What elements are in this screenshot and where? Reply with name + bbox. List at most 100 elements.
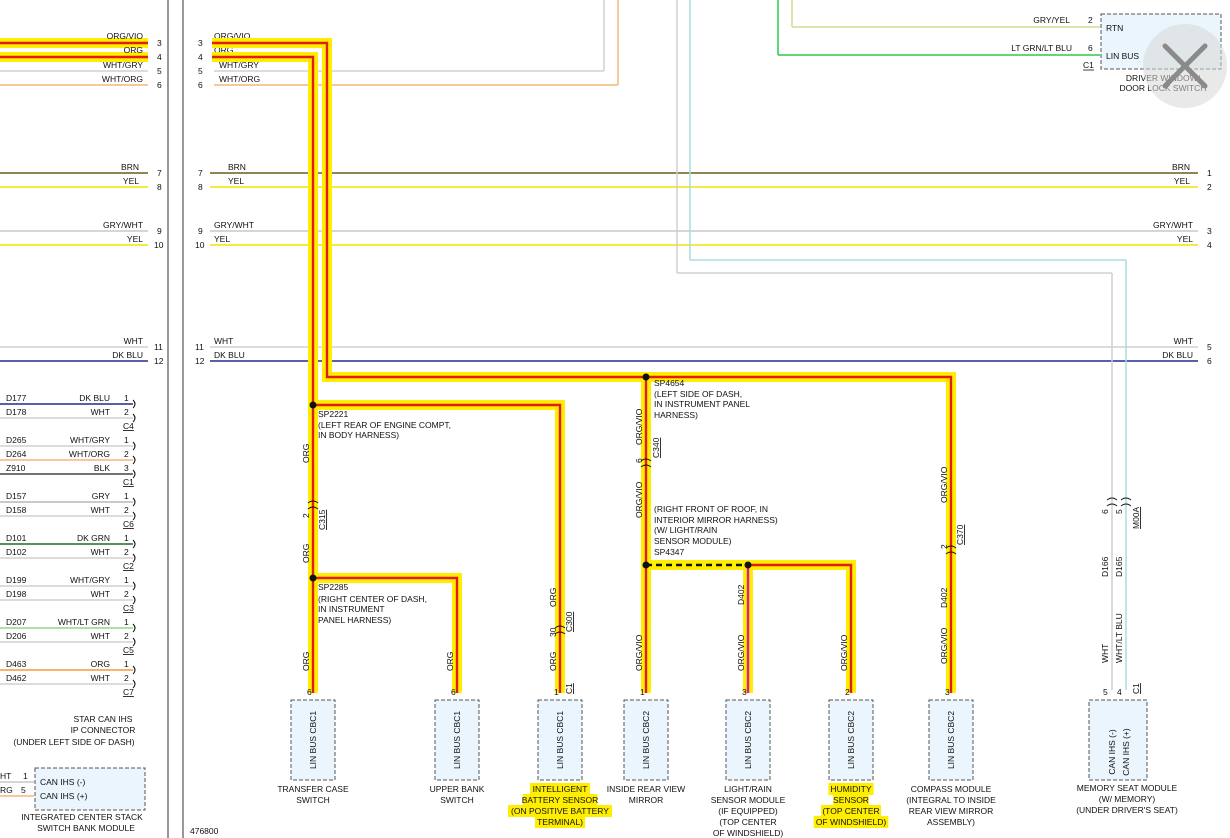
left-pin: 11 <box>154 342 163 352</box>
svg-text:8: 8 <box>198 182 203 192</box>
svg-text:DK BLU: DK BLU <box>1162 350 1193 360</box>
star-label: IP CONNECTOR <box>71 725 136 735</box>
svg-text:C1: C1 <box>1131 683 1141 694</box>
label-highlight <box>821 805 881 817</box>
svg-text:C315: C315 <box>317 509 327 530</box>
svg-text:4: 4 <box>198 52 203 62</box>
wire-color: ORG <box>91 659 110 669</box>
wire-color: WHT/LT GRN <box>58 617 110 627</box>
module-label: MIRROR <box>629 795 663 805</box>
module-label: OF WINDSHIELD) <box>816 817 887 827</box>
module-label: SENSOR <box>833 795 869 805</box>
svg-text:C1: C1 <box>1083 60 1094 70</box>
svg-text:RG: RG <box>0 785 13 795</box>
connector-id: C7 <box>123 687 134 697</box>
connector-id: C3 <box>123 603 134 613</box>
svg-text:WHT: WHT <box>1100 644 1110 663</box>
module-label: (INTEGRAL TO INSIDE <box>906 795 996 805</box>
pin-number: 2 <box>124 449 129 459</box>
pin-number: 3 <box>124 463 129 473</box>
connector-id: C2 <box>123 561 134 571</box>
svg-text:(LEFT REAR OF ENGINE COMPT,: (LEFT REAR OF ENGINE COMPT, <box>318 420 451 430</box>
mid-wire-color: DK BLU <box>214 350 245 360</box>
module-label: BATTERY SENSOR <box>522 795 599 805</box>
mid-wire-color: WHT <box>214 336 233 346</box>
module-box <box>434 699 480 781</box>
mid-wire-color: ORG <box>214 45 233 55</box>
module-pin-name: LIN BUS CBC1 <box>555 711 565 769</box>
pin-number: 1 <box>124 575 129 585</box>
svg-text:11: 11 <box>195 342 204 352</box>
left-pin: 8 <box>157 182 162 192</box>
module-label: LIGHT/RAIN <box>724 784 772 794</box>
left-wire-color: BRN <box>121 162 139 172</box>
pin-number: 1 <box>124 491 129 501</box>
svg-text:4: 4 <box>1207 240 1212 250</box>
module-label: TERMINAL) <box>537 817 583 827</box>
mid-wire-color: YEL <box>228 176 244 186</box>
module-pin: 2 <box>845 687 850 697</box>
module-label: (TOP CENTER <box>719 817 776 827</box>
connector-id: C5 <box>123 645 134 655</box>
pin-number: 1 <box>124 659 129 669</box>
label-highlight <box>530 783 590 795</box>
svg-text:5: 5 <box>1103 687 1108 697</box>
module-box <box>928 699 974 781</box>
svg-text:INTERIOR MIRROR HARNESS): INTERIOR MIRROR HARNESS) <box>654 515 778 525</box>
svg-text:ORG: ORG <box>548 652 558 671</box>
module-pin: 6 <box>307 687 312 697</box>
close-icon <box>1162 43 1208 89</box>
circuit-id: D463 <box>6 659 27 669</box>
left-wire-color: GRY/WHT <box>103 220 143 230</box>
svg-text:MEMORY SEAT MODULE: MEMORY SEAT MODULE <box>1077 783 1178 793</box>
circuit-id: D198 <box>6 589 27 599</box>
memory-seat-module: 5 4 CAN IHS (-) CAN IHS (+) MEMORY SEAT … <box>1076 687 1178 815</box>
module-pin: 1 <box>554 687 559 697</box>
mid-wire-color: WHT/GRY <box>219 60 259 70</box>
left-pin: 10 <box>154 240 164 250</box>
svg-text:HT: HT <box>0 771 11 781</box>
svg-text:(LEFT SIDE OF DASH,: (LEFT SIDE OF DASH, <box>654 389 742 399</box>
svg-text:LT GRN/LT BLU: LT GRN/LT BLU <box>1011 43 1072 53</box>
circuit-id: D199 <box>6 575 27 585</box>
svg-text:WHT/LT BLU: WHT/LT BLU <box>1114 613 1124 663</box>
svg-text:YEL: YEL <box>1174 176 1190 186</box>
label-highlight <box>508 805 612 817</box>
circuit-id: Z910 <box>6 463 26 473</box>
close-button[interactable] <box>1143 24 1227 108</box>
module-pin-name: LIN BUS CBC2 <box>946 711 956 769</box>
left-pin: 12 <box>154 356 164 366</box>
splice-id: SP2285 <box>318 582 349 592</box>
left-pin: 9 <box>157 226 162 236</box>
wire-color: GRY <box>92 491 111 501</box>
svg-text:C300: C300 <box>564 611 574 632</box>
svg-text:1: 1 <box>23 771 28 781</box>
svg-text:C340: C340 <box>651 437 661 458</box>
svg-text:5: 5 <box>198 66 203 76</box>
module-box <box>623 699 669 781</box>
module-connector: C1 <box>564 683 574 694</box>
svg-text:5: 5 <box>1207 342 1212 352</box>
svg-text:RTN: RTN <box>1106 23 1123 33</box>
mid-wire-color: ORG/VIO <box>214 31 251 41</box>
module-label: OF WINDSHIELD) <box>713 828 784 838</box>
vertical-labels: ORG 2 C315 ORG ORG ORG ORG 30 C300 ORG O… <box>301 408 1141 694</box>
svg-text:ORG: ORG <box>301 444 311 463</box>
left-wire-color: DK BLU <box>112 350 143 360</box>
svg-text:7: 7 <box>198 168 203 178</box>
splice-id: SP4347 <box>654 547 685 557</box>
svg-text:2: 2 <box>1207 182 1212 192</box>
svg-text:6: 6 <box>1207 356 1212 366</box>
svg-text:(RIGHT CENTER OF DASH,: (RIGHT CENTER OF DASH, <box>318 594 427 604</box>
module-pin-name: LIN BUS CBC2 <box>743 711 753 769</box>
svg-text:6: 6 <box>1088 43 1093 53</box>
svg-text:ORG: ORG <box>445 652 455 671</box>
module-label: TRANSFER CASE <box>277 784 349 794</box>
svg-text:INTEGRATED CENTER STACK: INTEGRATED CENTER STACK <box>21 812 143 822</box>
svg-text:SWITCH BANK MODULE: SWITCH BANK MODULE <box>37 823 135 833</box>
pin-number: 2 <box>124 547 129 557</box>
left-wire-color: YEL <box>123 176 139 186</box>
svg-text:ORG: ORG <box>301 652 311 671</box>
